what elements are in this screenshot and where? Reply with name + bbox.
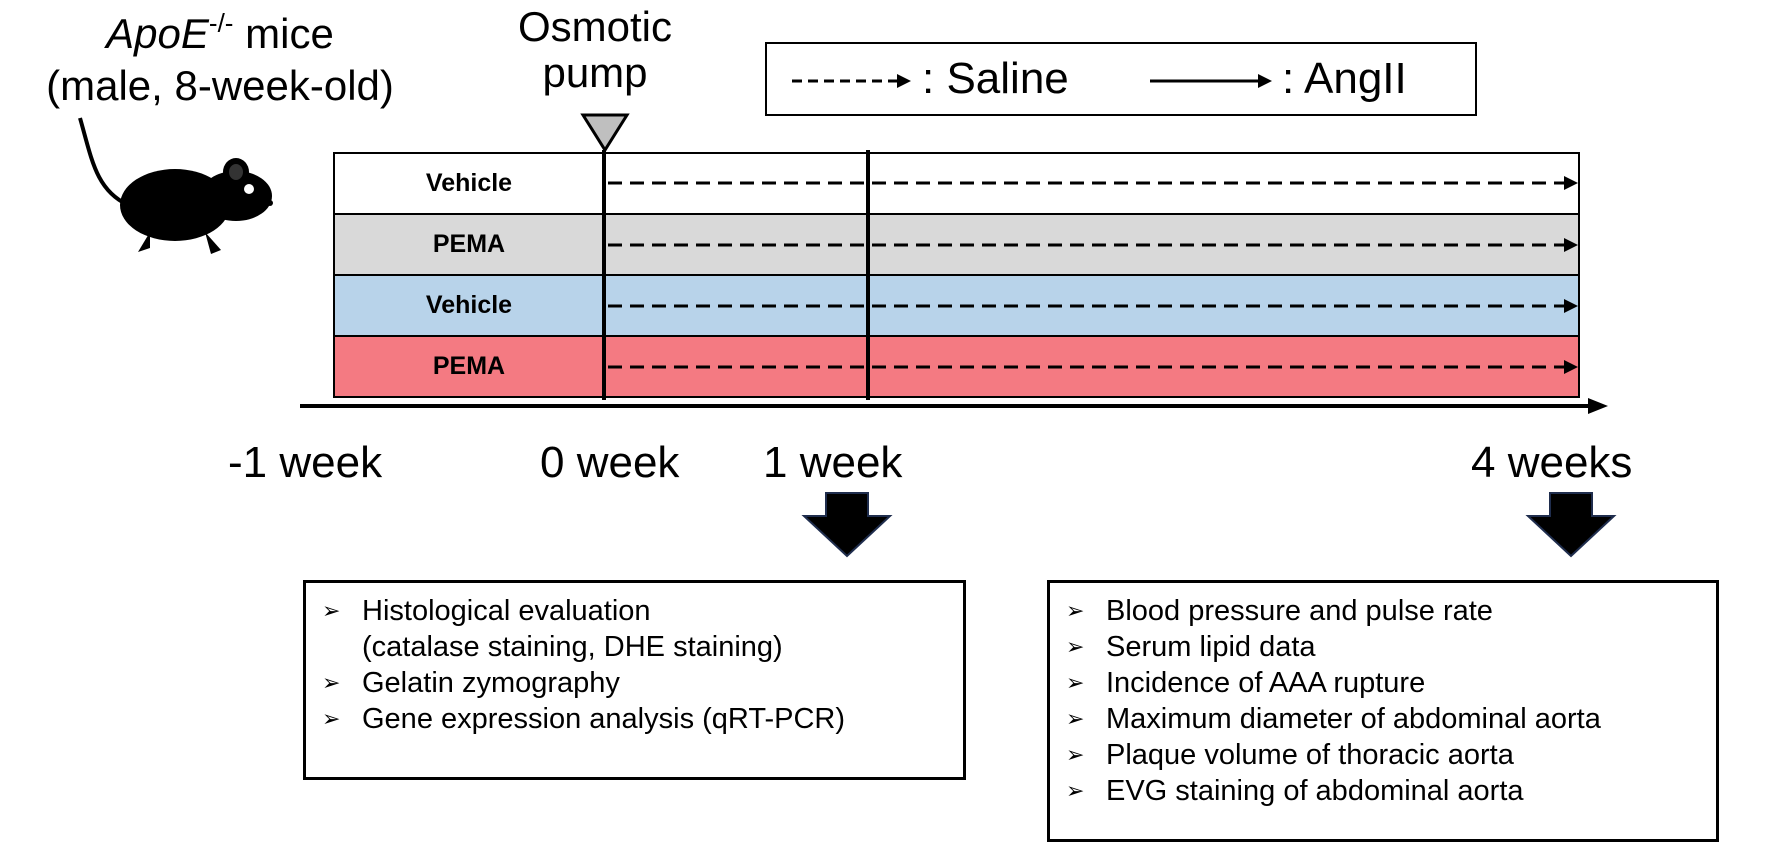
mouse-subtitle: (male, 8-week-old) xyxy=(46,62,394,109)
down-arrow-4weeks xyxy=(1525,492,1617,558)
group-label: Vehicle xyxy=(425,169,513,197)
arrowhead-bullet-icon: ➢ xyxy=(1066,742,1085,767)
list-item: ➢EVG staining of abdominal aorta xyxy=(1066,775,1524,807)
list-item: ➢Maximum diameter of abdominal aorta xyxy=(1066,703,1601,735)
mouse-title: ApoE-/- mice (male, 8-week-old) xyxy=(0,8,440,112)
list-item: ➢Serum lipid data xyxy=(1066,631,1316,663)
down-arrow-1week xyxy=(801,492,893,558)
pump-label-line2: pump xyxy=(542,49,648,96)
group-label: PEMA xyxy=(432,230,506,258)
legend-angii-label: : AngII xyxy=(1282,54,1407,103)
outcomes-1week-list: ➢Histological evaluation(catalase staini… xyxy=(312,593,957,737)
list-item: ➢Blood pressure and pulse rate xyxy=(1066,595,1493,627)
saline-arrows xyxy=(608,176,1578,374)
strain-genotype: -/- xyxy=(208,8,234,38)
list-item: ➢Gelatin zymography xyxy=(322,667,620,699)
arrowhead-bullet-icon: ➢ xyxy=(1066,598,1085,623)
mouse-icon xyxy=(78,117,273,254)
list-item: ➢Plaque volume of thoracic aorta xyxy=(1066,739,1514,771)
week-label-4: 4 weeks xyxy=(1471,438,1633,487)
legend: : Saline : AngII xyxy=(765,42,1477,116)
week-label-0: 0 week xyxy=(540,438,680,487)
arrowhead-bullet-icon: ➢ xyxy=(322,706,341,731)
week-label-1: 1 week xyxy=(763,438,903,487)
downward-triangle-icon xyxy=(580,113,630,153)
strain-name: ApoE xyxy=(106,10,209,57)
row-pema-angii-bg xyxy=(333,335,1580,398)
group-label: PEMA xyxy=(432,352,506,380)
time-axis xyxy=(300,398,1608,414)
list-item: ➢Incidence of AAA rupture xyxy=(1066,667,1426,699)
group-rows xyxy=(333,152,1580,398)
arrowhead-bullet-icon: ➢ xyxy=(1066,706,1085,731)
legend-arrows xyxy=(792,74,1272,88)
legend-saline-label: : Saline xyxy=(922,54,1069,103)
group-label: Vehicle xyxy=(425,291,513,319)
arrowhead-bullet-icon: ➢ xyxy=(1066,778,1085,803)
strain-suffix: mice xyxy=(233,10,334,57)
outcomes-4weeks-list: ➢Blood pressure and pulse rate ➢Serum li… xyxy=(1056,593,1710,809)
list-item: ➢Gene expression analysis (qRT-PCR) xyxy=(322,703,845,735)
arrowhead-bullet-icon: ➢ xyxy=(1066,634,1085,659)
outcomes-1week-box: ➢Histological evaluation(catalase staini… xyxy=(303,580,966,780)
week-label-minus1: -1 week xyxy=(228,438,383,487)
arrowhead-bullet-icon: ➢ xyxy=(322,670,341,695)
pump-label-line1: Osmotic xyxy=(517,3,672,50)
arrowhead-bullet-icon: ➢ xyxy=(1066,670,1085,695)
mouse-strain: ApoE-/- mice xyxy=(0,8,440,60)
outcomes-4weeks-box: ➢Blood pressure and pulse rate ➢Serum li… xyxy=(1047,580,1719,842)
pump-label: Osmotic pump xyxy=(480,4,710,96)
arrowhead-bullet-icon: ➢ xyxy=(322,598,341,623)
list-item: ➢Histological evaluation(catalase staini… xyxy=(322,595,783,663)
